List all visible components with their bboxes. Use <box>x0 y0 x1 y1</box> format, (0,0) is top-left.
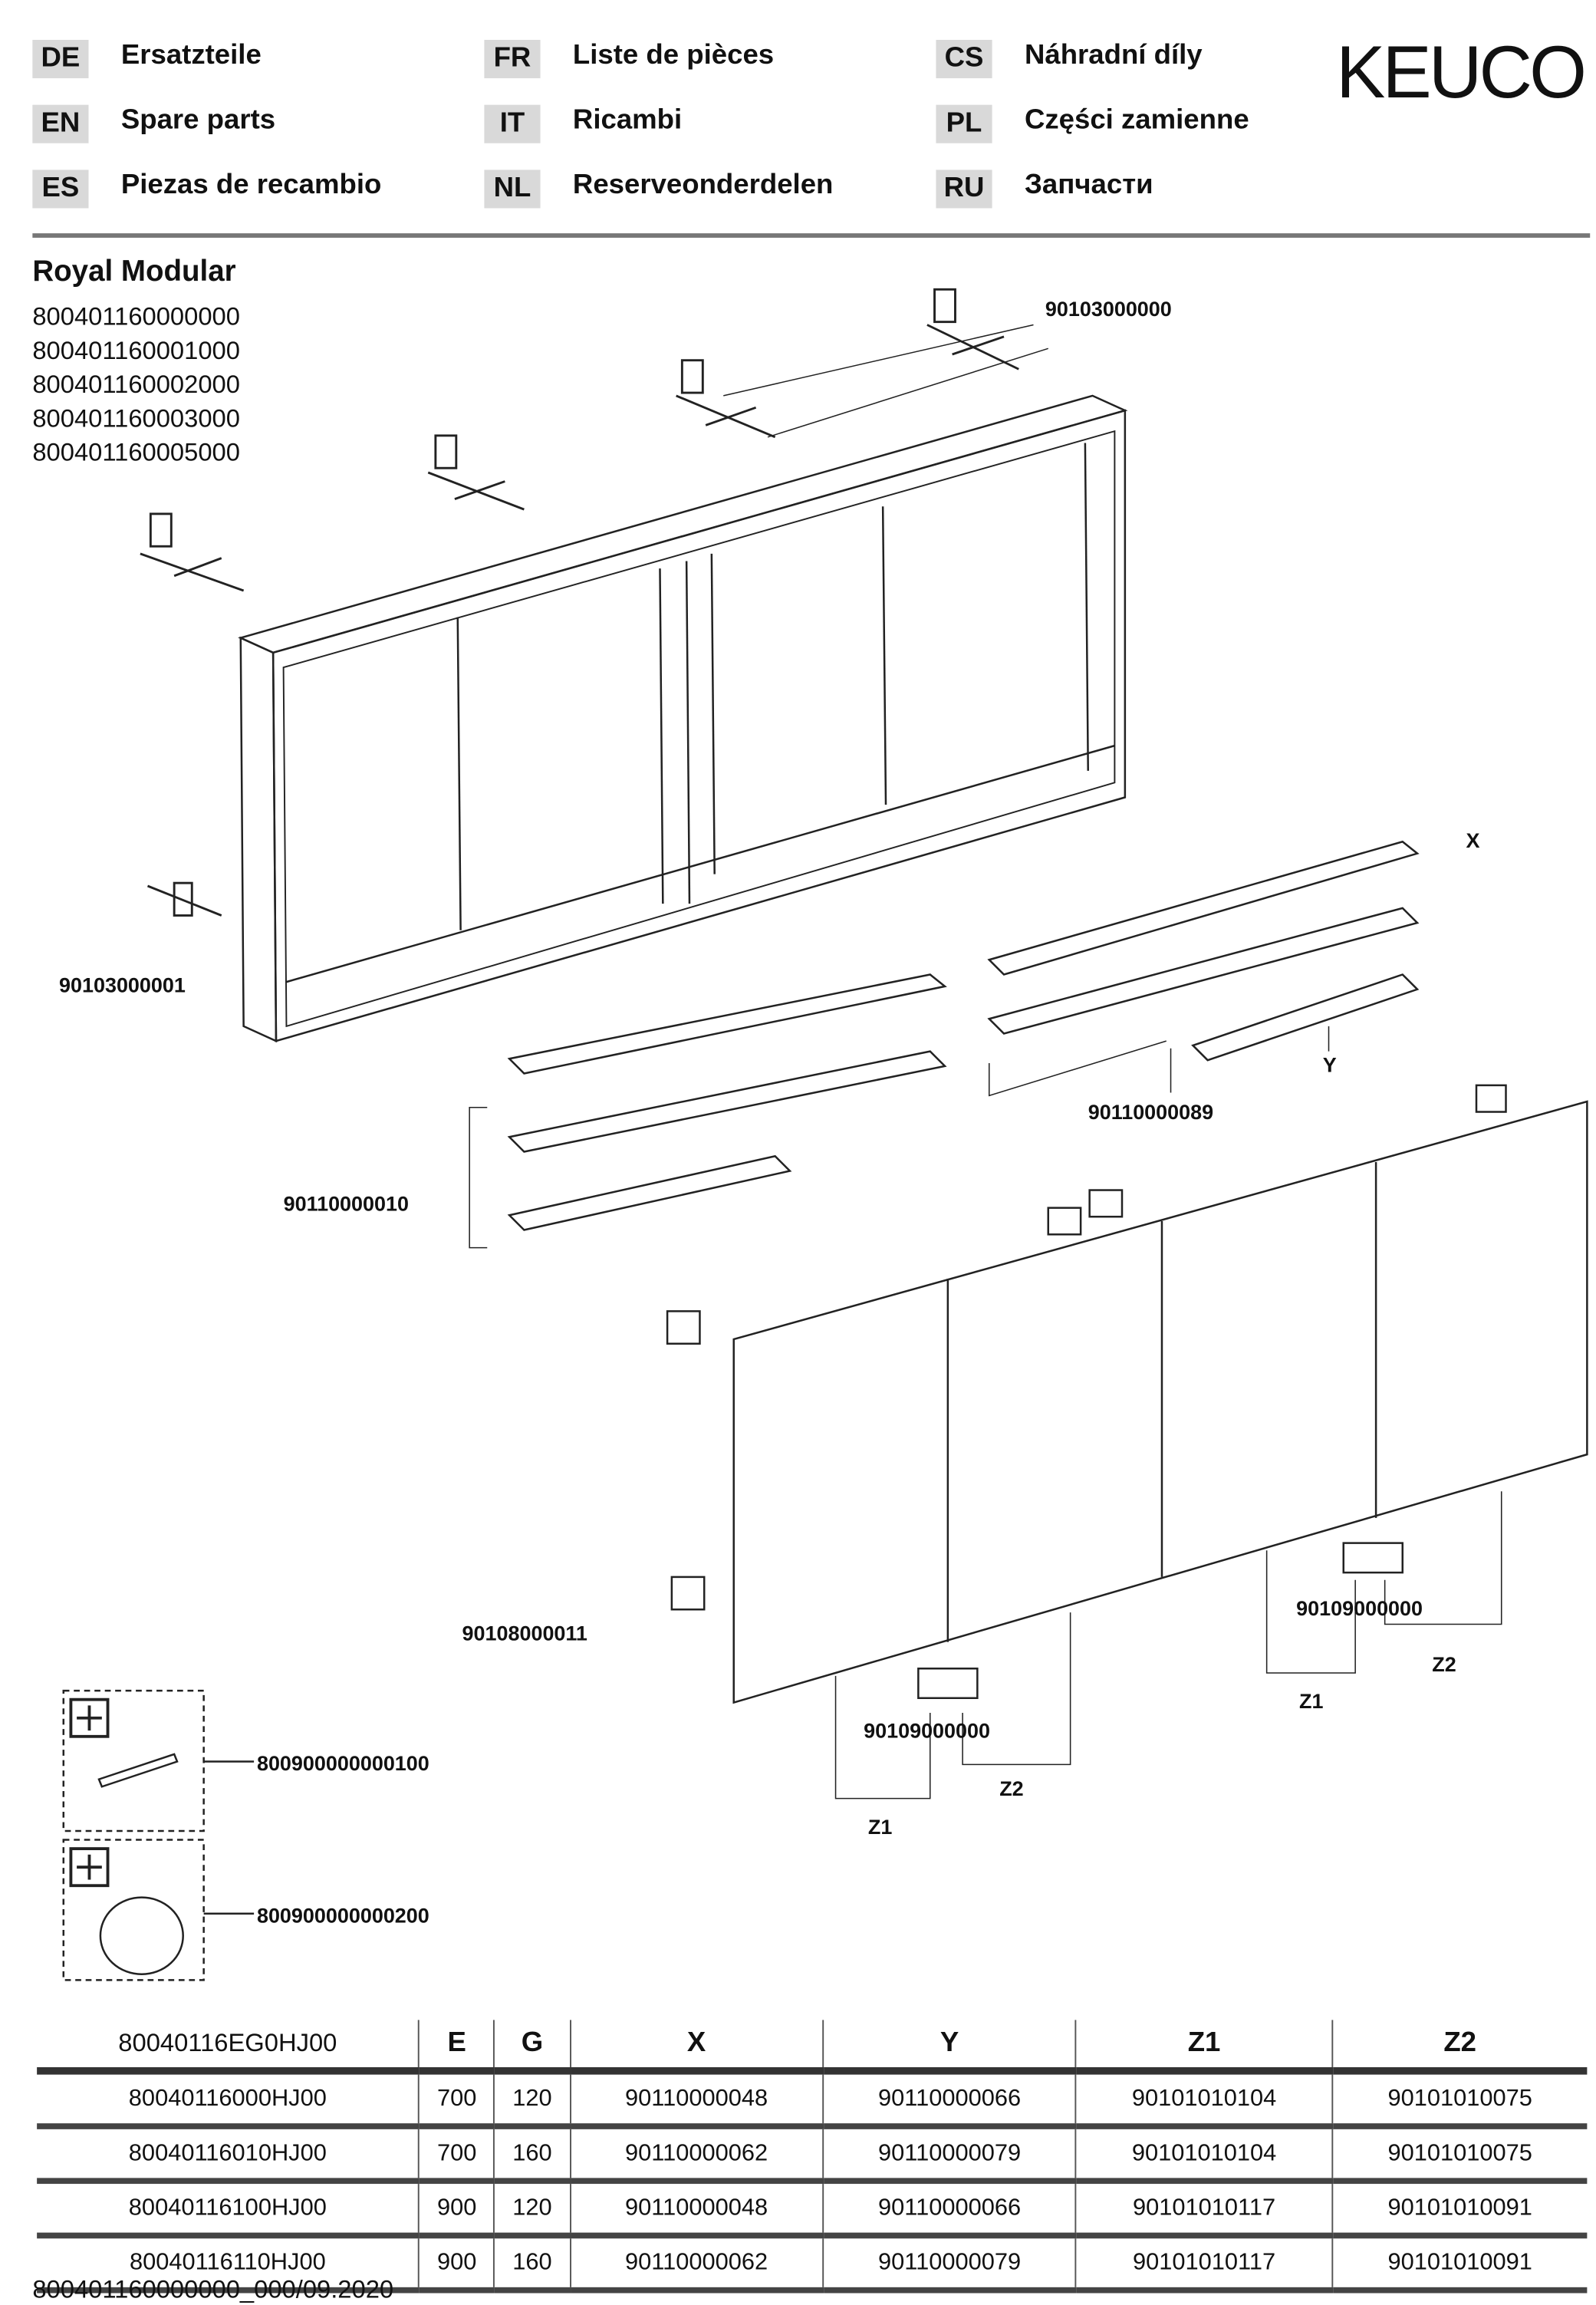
lang-code-fr: FR <box>484 39 541 79</box>
cell: 90101010075 <box>1331 2070 1588 2129</box>
cell: 900 <box>418 2235 495 2293</box>
cell: 160 <box>493 2126 571 2185</box>
cell: 900 <box>418 2181 495 2239</box>
lang-label-es: Piezas de recambio <box>120 170 382 201</box>
lang-code-ru: RU <box>936 170 992 209</box>
article-number: 800401160000000 <box>32 302 240 331</box>
lang-label-nl: Reserveonderdelen <box>572 170 834 201</box>
cell: 90101010091 <box>1331 2235 1588 2293</box>
col-header: X <box>569 2020 824 2075</box>
cell: 90110000079 <box>822 2126 1077 2185</box>
col-header: Z1 <box>1075 2020 1333 2075</box>
cell: 90110000066 <box>822 2181 1077 2239</box>
cell: 90101010091 <box>1331 2181 1588 2239</box>
cell: 80040116010HJ00 <box>37 2126 420 2185</box>
lang-label-de: Ersatzteile <box>120 39 262 71</box>
cell: 90101010117 <box>1075 2235 1333 2293</box>
label-accessory-2: 800900000000200 <box>256 1903 429 1928</box>
cell: 80040116110HJ00 <box>37 2235 420 2293</box>
lang-label-ru: Запчасти <box>1024 170 1153 201</box>
cell: 120 <box>493 2070 571 2129</box>
cell: 90110000048 <box>569 2070 824 2129</box>
cabinet-body <box>238 394 1128 1043</box>
cell: 90110000048 <box>569 2181 824 2239</box>
lang-label-it: Ricambi <box>572 104 683 137</box>
header-divider <box>32 233 1591 238</box>
product-title: Royal Modular <box>32 255 236 288</box>
cell: 90101010075 <box>1331 2126 1588 2185</box>
lang-code-it: IT <box>484 104 541 143</box>
lang-label-cs: Náhradní díly <box>1024 39 1203 71</box>
shelves <box>469 840 1420 1249</box>
label-z1-left: Z1 <box>867 1814 893 1839</box>
parts-table: 80040116EG0HJ00 E G X Y Z1 Z2 8004011600… <box>37 2020 1588 2293</box>
keuco-logo: KEUCO <box>1336 31 1587 114</box>
lang-label-pl: Części zamienne <box>1024 104 1249 137</box>
cell: 700 <box>418 2126 495 2185</box>
table-header-row: 80040116EG0HJ00 E G X Y Z1 Z2 <box>37 2020 1588 2075</box>
lang-code-es: ES <box>32 170 89 209</box>
cell: 120 <box>493 2181 571 2239</box>
label-shelf-x: X <box>1466 828 1480 852</box>
cell: 90101010104 <box>1075 2126 1333 2185</box>
label-shelf-holder-b: 90110000010 <box>283 1191 409 1216</box>
col-header: E <box>418 2020 495 2075</box>
lang-code-de: DE <box>32 39 89 79</box>
label-z2-left: Z2 <box>999 1776 1024 1800</box>
lang-code-cs: CS <box>936 39 992 79</box>
cell: 90101010117 <box>1075 2181 1333 2239</box>
cell: 700 <box>418 2070 495 2129</box>
label-z2-right: Z2 <box>1432 1652 1456 1676</box>
label-handle-right: 90109000000 <box>1296 1595 1423 1620</box>
label-mounting-bracket: 90103000000 <box>1045 296 1172 321</box>
document-footer: 800401160000000_000/09.2020 <box>32 2275 394 2303</box>
lang-code-en: EN <box>32 104 89 143</box>
label-z1-right: Z1 <box>1299 1689 1324 1713</box>
cell: 90110000062 <box>569 2126 824 2185</box>
cell: 90101010104 <box>1075 2070 1333 2129</box>
label-accessory-1: 800900000000100 <box>256 1751 429 1775</box>
col-header: Y <box>822 2020 1077 2075</box>
lang-code-pl: PL <box>936 104 992 143</box>
label-handle-left: 90109000000 <box>864 1718 991 1743</box>
article-number: 800401160001000 <box>32 336 240 365</box>
label-shelf-y: Y <box>1322 1052 1337 1077</box>
mounting-brackets <box>140 288 1048 917</box>
label-hanger: 90103000001 <box>59 973 186 997</box>
accessory-boxes <box>62 1689 255 1981</box>
article-number: 800401160002000 <box>32 370 240 399</box>
cell: 160 <box>493 2235 571 2293</box>
lang-code-nl: NL <box>484 170 541 209</box>
col-header: G <box>493 2020 571 2075</box>
lang-label-fr: Liste de pièces <box>572 39 775 71</box>
cell: 90110000062 <box>569 2235 824 2293</box>
cell: 80040116100HJ00 <box>37 2181 420 2239</box>
label-shelf-holder-a: 90110000089 <box>1088 1100 1214 1124</box>
col-header: 80040116EG0HJ00 <box>37 2020 420 2075</box>
cell: 80040116000HJ00 <box>37 2070 420 2129</box>
cell: 90110000066 <box>822 2070 1077 2129</box>
article-number: 800401160003000 <box>32 404 240 433</box>
col-header: Z2 <box>1331 2020 1588 2075</box>
article-number: 800401160005000 <box>32 438 240 467</box>
cell: 90110000079 <box>822 2235 1077 2293</box>
mirror-doors <box>666 1084 1588 1800</box>
label-door-hinge: 90108000011 <box>462 1621 587 1645</box>
lang-label-en: Spare parts <box>120 104 276 137</box>
